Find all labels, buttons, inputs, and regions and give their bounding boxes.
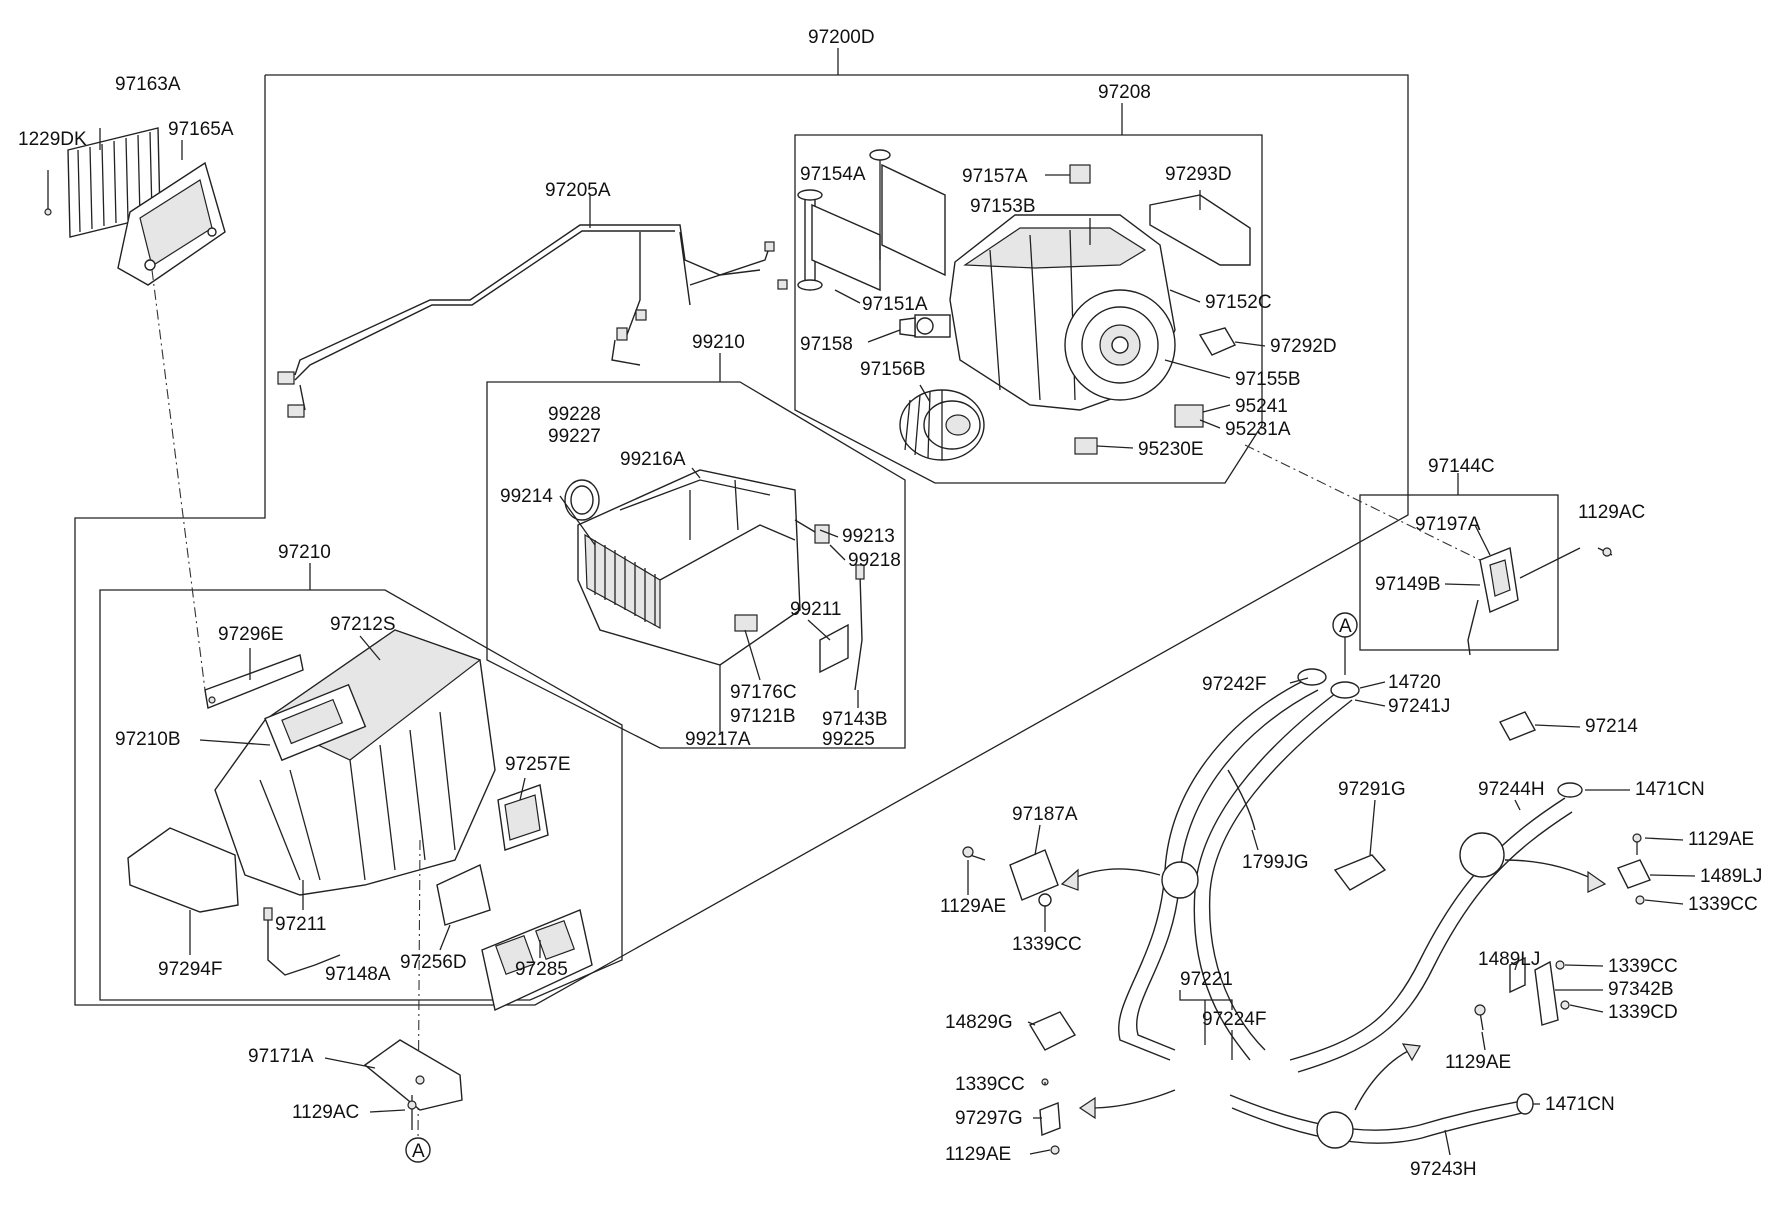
- filter-and-cover: [44, 127, 226, 691]
- label-97158: 97158: [800, 334, 853, 355]
- label-97210: 97210: [278, 542, 331, 563]
- label-A-top: A: [1339, 616, 1352, 637]
- label-1471CN-top: 1471CN: [1635, 779, 1705, 800]
- label-97121B: 97121B: [730, 706, 796, 727]
- label-97205A: 97205A: [545, 180, 611, 201]
- label-97241J: 97241J: [1388, 696, 1450, 717]
- label-1129AE-right: 1129AE: [1688, 829, 1754, 850]
- assembly-97200D-outline: [74, 74, 1409, 1006]
- label-1339CC-right: 1339CC: [1688, 894, 1758, 915]
- label-97243H: 97243H: [1410, 1159, 1477, 1180]
- label-97244H: 97244H: [1478, 779, 1545, 800]
- label-97257E: 97257E: [505, 754, 571, 775]
- label-97197A: 97197A: [1415, 514, 1481, 535]
- label-1489LJ-right: 1489LJ: [1700, 866, 1762, 887]
- blower-unit-97208: [797, 149, 1251, 461]
- label-97154A: 97154A: [800, 164, 866, 185]
- label-99213: 99213: [842, 526, 895, 547]
- part-labels: 97200D 97208 97163A 1229DK 97165A 97205A…: [18, 27, 1762, 1180]
- label-97210B: 97210B: [115, 729, 181, 750]
- label-97291G: 97291G: [1338, 779, 1406, 800]
- label-95231A: 95231A: [1225, 419, 1291, 440]
- label-14720: 14720: [1388, 672, 1441, 693]
- wiring-harness-97205A: [277, 195, 788, 418]
- label-97143B: 97143B: [822, 709, 888, 730]
- ref-circle-A-bottom: [405, 1137, 431, 1163]
- label-97163A: 97163A: [115, 74, 181, 95]
- label-95241: 95241: [1235, 396, 1288, 417]
- label-97212S: 97212S: [330, 614, 396, 635]
- label-1129AE-left: 1129AE: [945, 1144, 1011, 1165]
- group-outlines: [74, 48, 1559, 1006]
- label-99228: 99228: [548, 404, 601, 425]
- label-97144C: 97144C: [1428, 456, 1495, 477]
- label-99217A: 99217A: [685, 729, 751, 750]
- label-97214: 97214: [1585, 716, 1638, 737]
- label-99216A: 99216A: [620, 449, 686, 470]
- label-1129AC-right: 1129AC: [1578, 502, 1645, 523]
- label-97256D: 97256D: [400, 952, 467, 973]
- label-97157A: 97157A: [962, 166, 1028, 187]
- label-1799JG: 1799JG: [1242, 852, 1309, 873]
- label-97221: 97221: [1180, 969, 1233, 990]
- label-97285: 97285: [515, 959, 568, 980]
- label-97149B: 97149B: [1375, 574, 1441, 595]
- group-97208-outline: [794, 134, 1263, 484]
- label-A-bottom: A: [412, 1141, 425, 1162]
- label-99211: 99211: [790, 599, 841, 620]
- label-97187A: 97187A: [1012, 804, 1078, 825]
- group-99210-outline: [486, 381, 906, 749]
- label-97342B: 97342B: [1608, 979, 1674, 1000]
- label-97165A: 97165A: [168, 119, 234, 140]
- label-14829G: 14829G: [945, 1012, 1013, 1033]
- label-99227: 99227: [548, 426, 601, 447]
- label-1339CC-left: 1339CC: [955, 1074, 1025, 1095]
- leader-lines: [189, 174, 1696, 1156]
- group-97144C-outline: [1359, 494, 1559, 651]
- label-1489LJ-bottom: 1489LJ: [1478, 949, 1540, 970]
- label-97176C: 97176C: [730, 682, 797, 703]
- label-1129AC-bottom: 1129AC: [292, 1102, 359, 1123]
- label-97208: 97208: [1098, 82, 1151, 103]
- label-1471CN-bottom: 1471CN: [1545, 1094, 1615, 1115]
- label-1129AE-bottom: 1129AE: [1445, 1052, 1511, 1073]
- label-97153B: 97153B: [970, 196, 1036, 217]
- label-97242F: 97242F: [1202, 674, 1266, 695]
- label-1129AE-mid: 1129AE: [940, 896, 1006, 917]
- label-99214: 99214: [500, 486, 553, 507]
- label-97155B: 97155B: [1235, 369, 1301, 390]
- label-97224F: 97224F: [1202, 1009, 1266, 1030]
- label-97171A: 97171A: [248, 1046, 314, 1067]
- label-97296E: 97296E: [218, 624, 284, 645]
- label-97292D: 97292D: [1270, 336, 1337, 357]
- label-97151A: 97151A: [862, 294, 928, 315]
- heater-unit-97210: [127, 629, 593, 1141]
- label-99210: 99210: [692, 332, 745, 353]
- label-97211: 97211: [275, 914, 326, 935]
- label-1229DK: 1229DK: [18, 129, 87, 150]
- label-1339CC-mid: 1339CC: [1012, 934, 1082, 955]
- label-1339CD: 1339CD: [1608, 1002, 1678, 1023]
- label-97148A: 97148A: [325, 964, 391, 985]
- hoses-and-brackets: [405, 612, 1651, 1163]
- label-95230E: 95230E: [1138, 439, 1204, 460]
- label-1339CC-bottom: 1339CC: [1608, 956, 1678, 977]
- label-99225: 99225: [822, 729, 875, 750]
- label-97294F: 97294F: [158, 959, 222, 980]
- actuator-97144C: [1244, 444, 1613, 656]
- group-97210-outline: [99, 589, 623, 1001]
- label-99218: 99218: [848, 550, 901, 571]
- label-97297G: 97297G: [955, 1108, 1023, 1129]
- evaporator-unit-99210: [564, 469, 865, 691]
- label-97152C: 97152C: [1205, 292, 1272, 313]
- label-97156B: 97156B: [860, 359, 926, 380]
- label-97200D: 97200D: [808, 27, 875, 48]
- label-97293D: 97293D: [1165, 164, 1232, 185]
